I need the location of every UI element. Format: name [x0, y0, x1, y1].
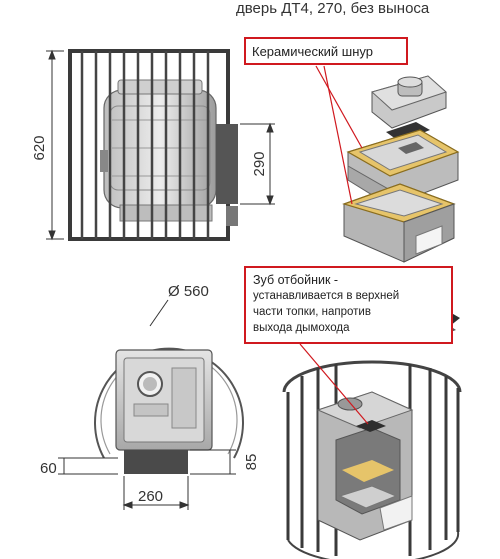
- drawing-title: дверь ДТ4, 270, без выноса: [236, 0, 430, 17]
- offset-a-label: 60: [40, 460, 57, 477]
- offset-a-dimension: [58, 457, 118, 475]
- width-dimension: [122, 476, 190, 510]
- firebox-door-side: [216, 124, 238, 204]
- baffle-text-line2: устанавливается в верхней: [253, 290, 400, 302]
- chamber-dimension: [240, 122, 275, 206]
- ceramic-cord-callout: Керамический шнур: [244, 37, 408, 65]
- diameter-leader: [149, 299, 169, 327]
- baffle-text-line3: части топки, напротив: [253, 306, 371, 318]
- ceramic-cord-leaders: [315, 65, 363, 205]
- height-dimension: [46, 49, 64, 241]
- side-view: 620 290: [31, 49, 275, 241]
- baffle-text-line4: выхода дымохода: [253, 322, 350, 334]
- stove-body-side: [100, 79, 217, 222]
- top-view: Ø 560 60 85: [40, 283, 260, 510]
- stove-top: [115, 349, 213, 451]
- baffle-callout: Зуб отбойник - устанавливается в верхней…: [244, 266, 453, 344]
- baffle-text-line1: Зуб отбойник -: [253, 273, 339, 287]
- height-label: 620: [31, 135, 48, 160]
- firebox-lower: [342, 183, 456, 263]
- ceramic-cord-text: Керамический шнур: [252, 44, 373, 59]
- chamber-label: 290: [251, 151, 268, 176]
- exploded-view: [315, 65, 460, 263]
- cage-outline-top: [94, 347, 244, 459]
- lid-part: [370, 75, 447, 129]
- diameter-label: Ø 560: [168, 283, 209, 300]
- cage-bars: [80, 51, 210, 239]
- width-label: 260: [138, 488, 163, 505]
- offset-b-dimension: [190, 449, 236, 475]
- stove-cutaway: [316, 391, 414, 541]
- cutaway-view: [282, 304, 462, 559]
- firebox-upper: [346, 129, 460, 207]
- baffle-leader: [299, 343, 369, 425]
- firebox-door-top: [124, 450, 188, 474]
- cage-rim-cutaway: [282, 360, 462, 393]
- offset-b-label: 85: [243, 454, 260, 471]
